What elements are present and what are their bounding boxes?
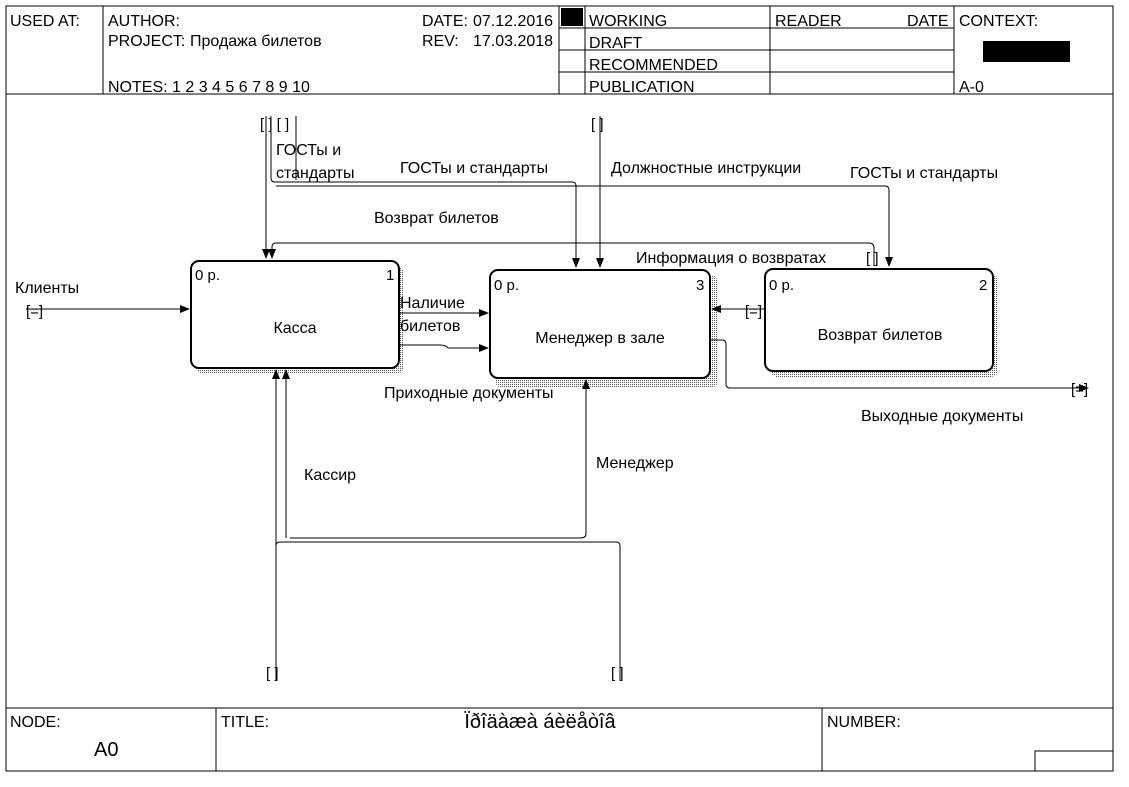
author-label: AUTHOR: <box>108 13 180 30</box>
arrow-gost-to-manager[interactable] <box>270 116 580 268</box>
number-label: NUMBER: <box>827 714 901 731</box>
arrow-gost-to-return[interactable] <box>276 116 889 266</box>
context-thumbnail <box>983 41 1070 62</box>
label-gost-1b: стандарты <box>276 165 355 182</box>
box-frame <box>489 269 711 379</box>
box-frame <box>764 268 994 372</box>
label-availability-1: Наличие <box>400 295 465 312</box>
label-availability-2: билетов <box>400 318 460 335</box>
activity-box-kassa[interactable]: 0 р. 1 Касса <box>190 260 404 374</box>
footer-block: NODE: A0 TITLE: Ïðîäàæà áèëåòîâ NUMBER: <box>5 707 1114 772</box>
date-label: DATE: <box>422 13 468 30</box>
label-gost-2: ГОСТы и стандарты <box>400 160 548 177</box>
box-cost: 0 р. <box>494 277 519 294</box>
node-label: NODE: <box>10 714 61 731</box>
notes-numbers: 1 2 3 4 5 6 7 8 9 10 <box>172 79 310 96</box>
tunnel-markers: [ ] [ ] [ ] [ ] [=] [=] [=] [ ] [ ] <box>26 116 1088 682</box>
box-title: Менеджер в зале <box>535 330 665 347</box>
node-value: A0 <box>94 739 118 761</box>
box-number: 1 <box>386 267 394 284</box>
footer-page-box <box>1034 750 1114 772</box>
status-working: WORKING <box>589 13 667 30</box>
box-number: 3 <box>696 277 704 294</box>
tunnel-bracket: [ ] <box>591 116 604 133</box>
used-at-label: USED AT: <box>10 13 80 30</box>
tunnel-bracket: [ ] <box>611 665 624 682</box>
tunnel-bracket: [=] <box>745 303 762 320</box>
status-draft: DRAFT <box>589 35 643 52</box>
arrows <box>26 116 1089 680</box>
project-label: PROJECT: <box>108 33 185 50</box>
reader-label: READER <box>775 13 842 30</box>
activity-box-manager[interactable]: 0 р. 3 Менеджер в зале <box>489 269 718 388</box>
box-title: Касса <box>273 320 316 337</box>
header-block: USED AT: AUTHOR: PROJECT: Продажа билето… <box>5 5 1114 96</box>
label-clients: Клиенты <box>15 280 79 297</box>
label-gost-3: ГОСТы и стандарты <box>850 165 998 182</box>
activity-box-ticket-return[interactable]: 0 р. 2 Возврат билетов <box>764 268 998 377</box>
box-title: Возврат билетов <box>818 327 943 344</box>
label-incoming-docs: Приходные документы <box>384 385 554 402</box>
tunnel-bracket: [ ] [ ] <box>260 116 289 133</box>
box-frame <box>190 260 400 369</box>
arrow-output-docs[interactable] <box>710 339 1089 392</box>
arrow-manager[interactable] <box>275 380 621 680</box>
diagram-title: Ïðîäàæà áèëåòîâ <box>464 711 616 733</box>
label-cashier: Кассир <box>304 467 356 484</box>
label-output-docs: Выходные документы <box>861 408 1023 425</box>
tunnel-bracket: [=] <box>1071 381 1088 398</box>
reader-date-label: DATE <box>907 13 948 30</box>
box-cost: 0 р. <box>769 277 794 294</box>
arrow-ticket-return-feedback[interactable] <box>268 242 875 266</box>
label-job-instructions: Должностные инструкции <box>611 160 801 177</box>
box-cost: 0 р. <box>195 267 220 284</box>
title-label: TITLE: <box>221 714 269 731</box>
box-number: 2 <box>979 277 987 294</box>
label-ticket-return: Возврат билетов <box>374 210 499 227</box>
rev-value: 17.03.2018 <box>473 33 553 50</box>
status-publication: PUBLICATION <box>589 79 695 96</box>
notes-label: NOTES: <box>108 79 168 96</box>
arrow-labels: ГОСТы и стандарты ГОСТы и стандарты Долж… <box>15 142 1023 484</box>
tunnel-bracket: [=] <box>26 303 43 320</box>
working-status-marker <box>561 8 583 26</box>
label-return-info: Информация о возвратах <box>636 250 826 267</box>
context-label: CONTEXT: <box>959 13 1038 30</box>
label-manager: Менеджер <box>596 455 674 472</box>
footer-frame <box>5 707 1114 772</box>
arrow-incoming-docs[interactable] <box>399 344 489 352</box>
label-gost-1a: ГОСТы и <box>276 142 341 159</box>
tunnel-bracket: [ ] <box>266 665 279 682</box>
date-value: 07.12.2016 <box>473 13 553 30</box>
context-node: A-0 <box>959 79 984 96</box>
rev-label: REV: <box>422 33 459 50</box>
status-recommended: RECOMMENDED <box>589 57 718 74</box>
project-value: Продажа билетов <box>190 33 322 50</box>
tunnel-bracket: [ ] <box>866 250 879 267</box>
